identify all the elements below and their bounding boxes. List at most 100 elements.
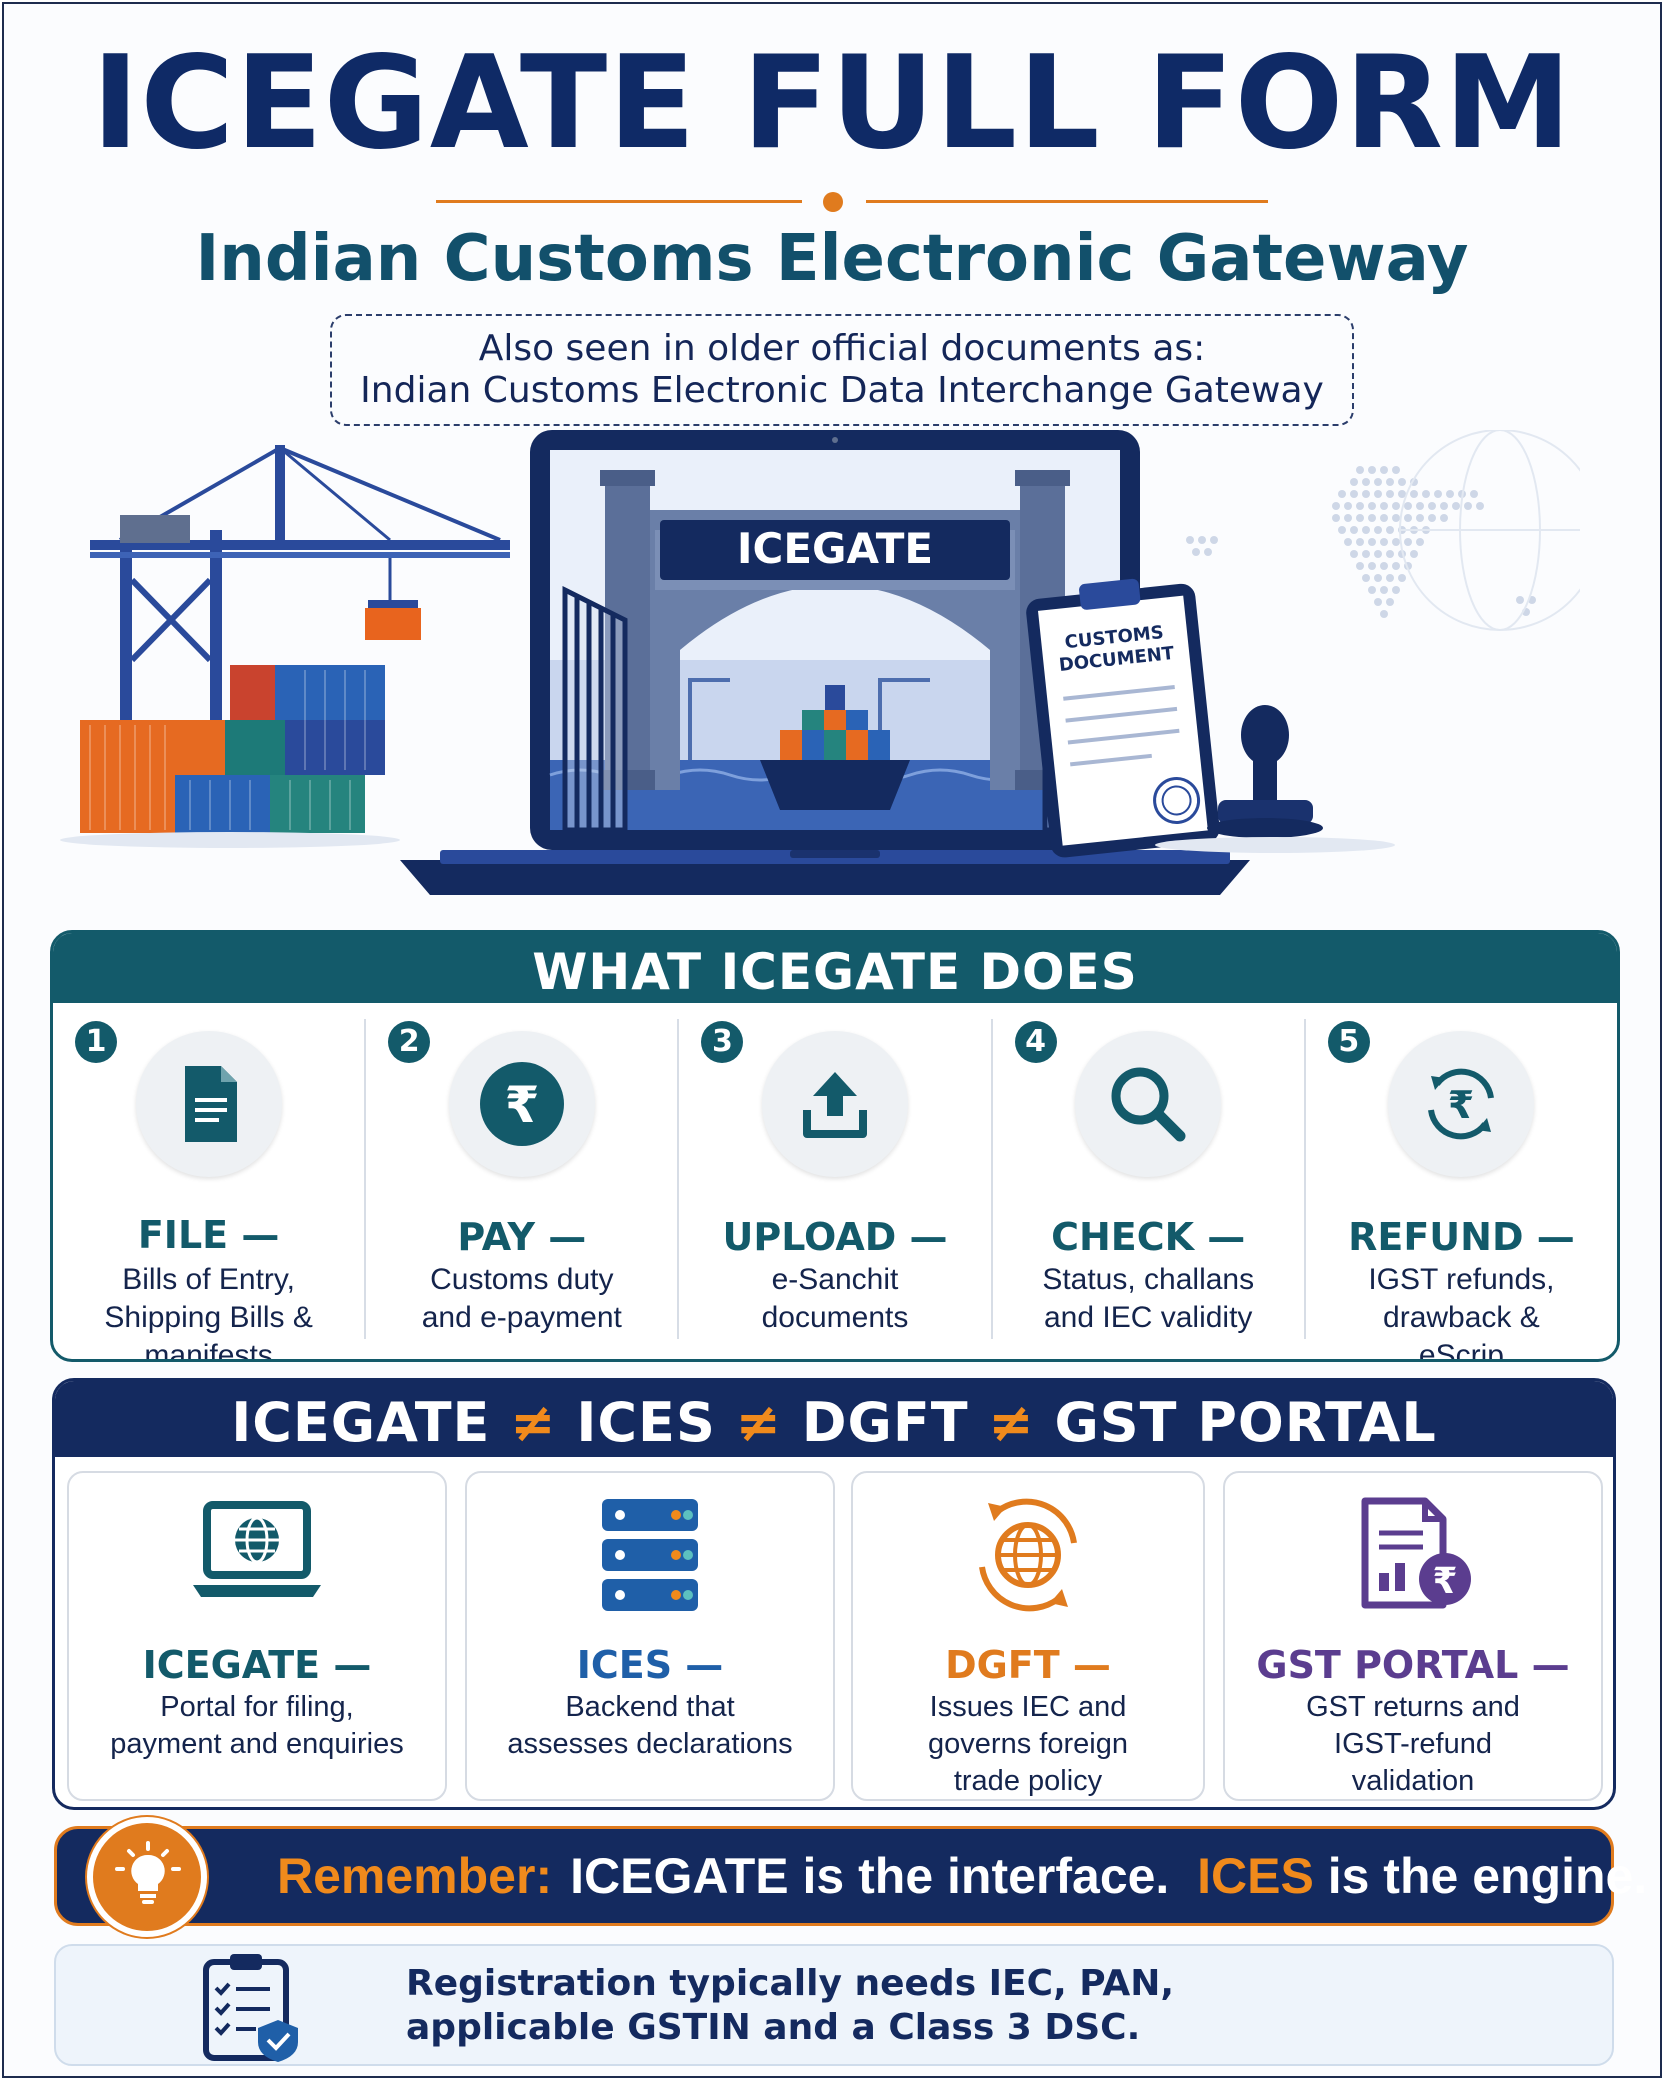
- heading-part: GST PORTAL: [1054, 1391, 1437, 1454]
- step-desc-line: eScrip: [1418, 1339, 1504, 1362]
- card-description: Portal for filing, payment and enquiries: [69, 1689, 445, 1763]
- card-desc-line: governs foreign: [928, 1728, 1128, 1760]
- step-desc-line: documents: [761, 1301, 909, 1334]
- step-number: 2: [388, 1021, 431, 1063]
- heading-part: DGFT: [801, 1391, 969, 1454]
- step-number: 1: [75, 1021, 117, 1063]
- document-icon: [135, 1031, 282, 1177]
- step-number: 4: [1014, 1021, 1057, 1063]
- card-title: DGFT —: [945, 1643, 1111, 1687]
- step-description: e-Sanchit documents: [679, 1261, 990, 1337]
- card-desc-line: Backend that: [565, 1691, 735, 1723]
- checklist-shield-icon: [203, 1954, 298, 2062]
- also-seen-note: Also seen in older official documents as…: [330, 314, 1354, 426]
- step-title: UPLOAD —: [722, 1215, 948, 1259]
- also-seen-line1: Also seen in older official documents as…: [478, 328, 1206, 369]
- step-refund: 5 ₹ REFUND — IGST refunds, drawback & eS…: [1303, 1019, 1617, 1359]
- registration-line2: applicable GSTIN and a Class 3 DSC.: [406, 2007, 1141, 2048]
- title-divider-dot: [823, 192, 843, 212]
- card-desc-line: payment and enquiries: [110, 1728, 404, 1760]
- what-icegate-does-section: WHAT ICEGATE DOES 1 FILE — Bills of Entr…: [50, 930, 1620, 1362]
- step-desc-line: IGST refunds,: [1368, 1263, 1555, 1296]
- card-dgft: DGFT — Issues IEC and governs foreign tr…: [851, 1471, 1205, 1801]
- rubber-stamp-icon: [1155, 705, 1395, 853]
- step-check: 4 CHECK — Status, challans and IEC valid…: [990, 1019, 1304, 1339]
- card-icegate: ICEGATE — Portal for filing, payment and…: [67, 1471, 447, 1801]
- laptop-globe-icon: [193, 1501, 321, 1597]
- registration-line1: Registration typically needs IEC, PAN,: [406, 1963, 1175, 2004]
- step-title: CHECK —: [1051, 1215, 1246, 1259]
- card-desc-line: trade policy: [953, 1765, 1103, 1797]
- step-description: Bills of Entry, Shipping Bills & manifes…: [53, 1261, 364, 1362]
- card-desc-line: Issues IEC and: [929, 1691, 1127, 1723]
- title-divider-left: [436, 200, 802, 203]
- step-file: 1 FILE — Bills of Entry, Shipping Bills …: [53, 1003, 364, 1362]
- card-gst-portal: ₹ GST PORTAL — GST returns and IGST-refu…: [1223, 1471, 1603, 1801]
- also-seen-line2: Indian Customs Electronic Data Interchan…: [360, 370, 1324, 411]
- section-heading: WHAT ICEGATE DOES: [53, 933, 1617, 1003]
- step-title: REFUND —: [1348, 1215, 1575, 1259]
- remember-highlight: ICES: [1197, 1848, 1314, 1904]
- step-desc-line: e-Sanchit: [771, 1263, 899, 1296]
- card-desc-line: GST returns and: [1306, 1691, 1520, 1723]
- registration-note: Registration typically needs IEC, PAN, a…: [54, 1944, 1614, 2066]
- step-number: 5: [1327, 1021, 1370, 1063]
- step-description: Customs duty and e-payment: [366, 1261, 677, 1337]
- remember-label: Remember:: [277, 1848, 553, 1904]
- card-description: Issues IEC and governs foreign trade pol…: [853, 1689, 1203, 1800]
- registration-text: Registration typically needs IEC, PAN, a…: [406, 1962, 1174, 2050]
- not-equal-sign: ≠: [735, 1391, 782, 1454]
- card-description: Backend that assesses declarations: [467, 1689, 833, 1763]
- card-title: ICEGATE —: [142, 1643, 372, 1687]
- step-desc-line: Bills of Entry,: [122, 1263, 296, 1296]
- not-equal-sign: ≠: [510, 1391, 557, 1454]
- page-title: ICEGATE FULL FORM: [91, 29, 1573, 178]
- india-map-icon: [1186, 430, 1580, 631]
- remember-part1: ICEGATE is the interface.: [570, 1848, 1170, 1904]
- card-title: GST PORTAL —: [1256, 1643, 1570, 1687]
- step-pay: 2 ₹ PAY — Customs duty and e-payment: [364, 1019, 677, 1339]
- step-title: PAY —: [457, 1215, 587, 1259]
- remember-text: Remember:ICEGATE is the interface. ICES …: [277, 1847, 1647, 1905]
- step-upload: 3 UPLOAD — e-Sanchit documents: [677, 1019, 990, 1339]
- step-desc-line: Status, challans: [1042, 1263, 1255, 1296]
- card-desc-line: assesses declarations: [507, 1728, 793, 1760]
- step-title: FILE —: [137, 1213, 280, 1257]
- step-desc-line: Shipping Bills &: [104, 1301, 313, 1334]
- refund-icon: ₹: [1388, 1031, 1535, 1177]
- svg-text:₹: ₹: [1432, 1561, 1457, 1602]
- heading-part: ICEGATE: [231, 1391, 491, 1454]
- comparison-section: ICEGATE ≠ ICES ≠ DGFT ≠ GST PORTAL ICEGA…: [52, 1378, 1616, 1810]
- card-desc-line: IGST-refund: [1334, 1728, 1492, 1760]
- remember-banner: Remember:ICEGATE is the interface. ICES …: [54, 1817, 1647, 1937]
- svg-text:₹: ₹: [1448, 1083, 1474, 1127]
- comparison-heading: ICEGATE ≠ ICES ≠ DGFT ≠ GST PORTAL: [55, 1381, 1613, 1457]
- step-desc-line: and IEC validity: [1043, 1301, 1253, 1334]
- heading-part: ICES: [576, 1391, 716, 1454]
- step-number: 3: [701, 1021, 744, 1063]
- card-desc-line: validation: [1351, 1765, 1475, 1797]
- search-icon: [1075, 1031, 1222, 1177]
- rupee-icon: ₹: [448, 1031, 595, 1177]
- hero-illustration: ICEGATE CUSTOMS DOCUMENT: [60, 430, 1580, 895]
- port-crane-icon: [90, 445, 510, 770]
- gate-sign-text: ICEGATE: [737, 524, 933, 573]
- svg-text:₹: ₹: [504, 1076, 539, 1134]
- not-equal-sign: ≠: [988, 1391, 1035, 1454]
- title-divider-right: [866, 200, 1268, 203]
- page-subtitle: Indian Customs Electronic Gateway: [195, 222, 1469, 296]
- server-icon: [602, 1499, 698, 1611]
- customs-document-icon: CUSTOMS DOCUMENT: [1026, 578, 1220, 858]
- step-desc-line: drawback &: [1383, 1301, 1540, 1334]
- step-description: IGST refunds, drawback & eScrip: [1306, 1261, 1617, 1362]
- card-desc-line: Portal for filing,: [160, 1691, 354, 1723]
- gate-door-left: [562, 585, 628, 833]
- invoice-rupee-icon: ₹: [1361, 1497, 1471, 1609]
- card-ices: ICES — Backend that assesses declaration…: [465, 1471, 835, 1801]
- lightbulb-icon: [87, 1817, 207, 1937]
- step-desc-line: manifests: [144, 1339, 273, 1362]
- globe-arrows-icon: [979, 1498, 1077, 1612]
- step-desc-line: and e-payment: [421, 1301, 622, 1334]
- step-desc-line: Customs duty: [430, 1263, 614, 1296]
- upload-icon: [762, 1031, 908, 1177]
